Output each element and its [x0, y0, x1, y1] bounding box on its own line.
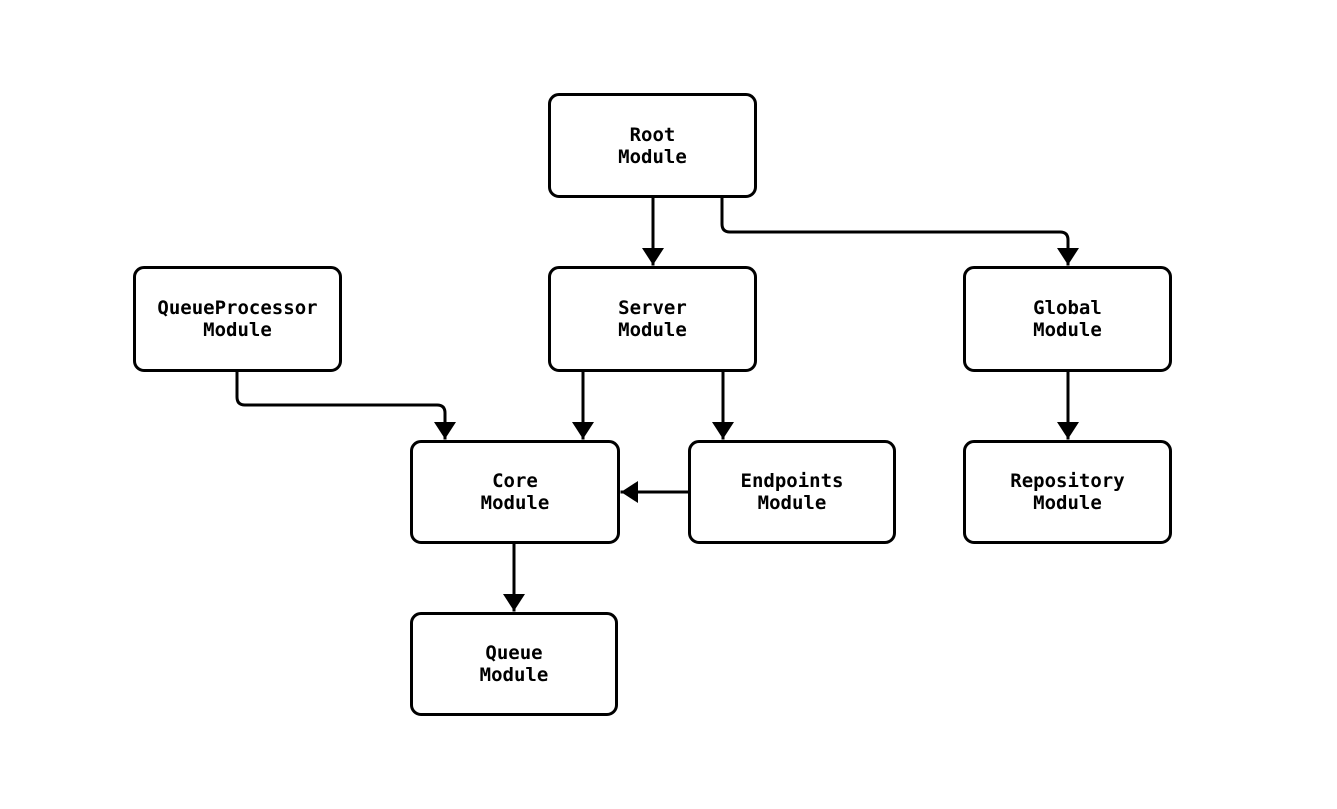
node-root-module: Root Module: [548, 93, 757, 198]
node-repository-module-label: Repository Module: [1010, 470, 1125, 514]
node-queue-module: Queue Module: [410, 612, 618, 716]
edge-queueprocessor-to-core: [235, 370, 456, 440]
node-core-module-label: Core Module: [480, 470, 550, 514]
node-root-module-label: Root Module: [618, 123, 687, 168]
node-queue-module-label: Queue Module: [479, 642, 549, 686]
edge-root-to-global: [720, 196, 1079, 266]
node-repository-module: Repository Module: [963, 440, 1172, 544]
node-queueprocessor-module-label: QueueProcessor Module: [157, 297, 318, 341]
node-global-module: Global Module: [963, 266, 1172, 372]
node-server-module: Server Module: [548, 266, 757, 372]
node-endpoints-module-label: Endpoints Module: [740, 470, 844, 514]
node-global-module-label: Global Module: [1033, 297, 1102, 341]
node-queueprocessor-module: QueueProcessor Module: [133, 266, 342, 372]
node-core-module: Core Module: [410, 440, 620, 544]
node-endpoints-module: Endpoints Module: [688, 440, 896, 544]
node-server-module-label: Server Module: [618, 297, 687, 341]
